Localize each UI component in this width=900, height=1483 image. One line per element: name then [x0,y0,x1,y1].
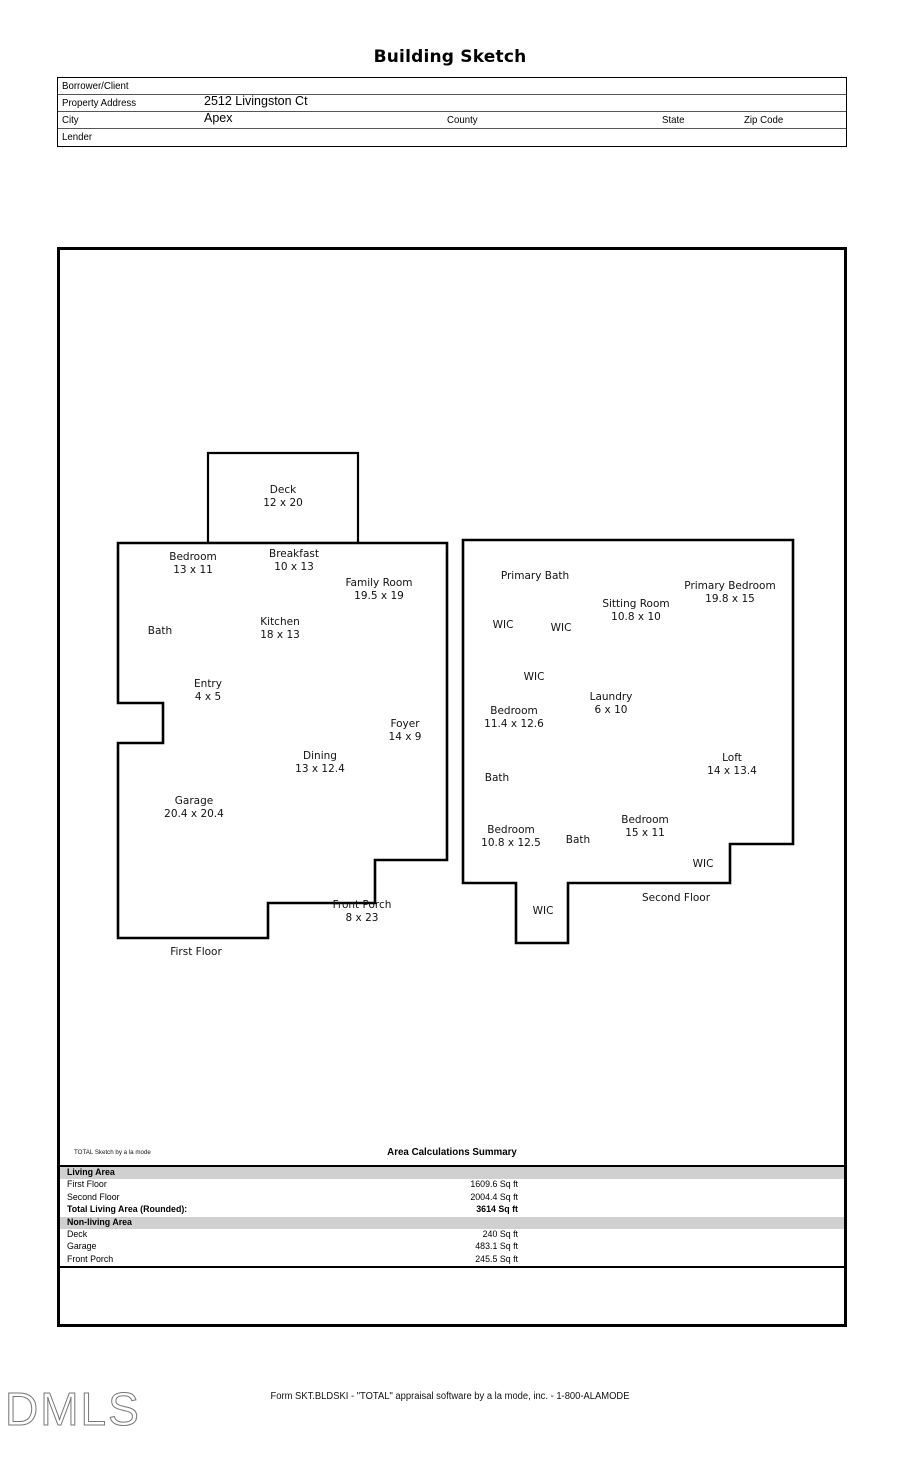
table-row: Total Living Area (Rounded): 3614 Sq ft [60,1204,844,1217]
kitchen-name-label: Kitchen [260,616,299,628]
area-calculations-summary: TOTAL Sketch by a la mode Area Calculati… [60,1143,844,1268]
front-porch-name-label: Front Porch [333,899,392,911]
primary-bath-label: Primary Bath [501,570,569,582]
wic-c-label: WIC [524,671,545,683]
bedroom3-name-label: Bedroom [487,824,535,836]
loft-name-label: Loft [722,752,742,764]
footer-form-text: Form SKT.BLDSKI - "TOTAL" appraisal soft… [270,1391,630,1402]
section-header-non-living-area: Non-living Area [60,1216,844,1229]
sitting-room-name-label: Sitting Room [602,598,669,610]
deck-name-label: Deck [270,484,297,496]
dining-name-label: Dining [303,750,337,762]
first-floor-area-value: 1609.6 Sq ft [470,1179,518,1190]
city-value: Apex [204,111,233,125]
entry-name-label: Entry [194,678,222,690]
entry-dims-label: 4 x 5 [195,691,221,703]
front-porch-area-value: 245.5 Sq ft [475,1253,518,1265]
section-header-living-area: Living Area [60,1167,844,1179]
wic-b-label: WIC [551,622,572,634]
table-row: Deck 240 Sq ft [60,1228,844,1241]
total-living-area-value: 3614 Sq ft [476,1204,518,1215]
header-row-city: City Apex County State Zip Code [58,111,846,129]
second-floor-caption: Second Floor [642,892,711,904]
dmls-watermark: DMLS [5,1383,141,1436]
bath2-name-label: Bath [485,772,509,784]
family-room-dims-label: 19.5 x 19 [354,590,404,602]
county-label: County [447,114,478,126]
bedroom4-name-label: Bedroom [621,814,669,826]
table-row: Garage 483.1 Sq ft [60,1241,844,1254]
bedroom4-dims-label: 15 x 11 [625,827,665,839]
garage-area-value: 483.1 Sq ft [475,1241,518,1252]
second-floor-area-value: 2004.4 Sq ft [470,1191,518,1203]
bedroom1-name-label: Bedroom [169,551,217,563]
header-row-borrower: Borrower/Client [58,78,846,95]
dining-dims-label: 13 x 12.4 [295,763,345,775]
second-floor-outline [461,538,795,945]
living-area-heading: Living Area [67,1167,115,1178]
borrower-label: Borrower/Client [62,80,129,92]
garage-name-label: Garage [175,795,213,807]
total-living-area-label: Total Living Area (Rounded): [67,1204,188,1215]
bedroom2-name-label: Bedroom [490,705,538,717]
kitchen-dims-label: 18 x 13 [260,629,300,641]
lender-label: Lender [62,131,93,143]
foyer-name-label: Foyer [390,718,420,730]
deck-area-value: 240 Sq ft [482,1228,518,1240]
wic-a-label: WIC [493,619,514,631]
bath1-name-label: Bath [148,625,172,637]
first-floor-caption: First Floor [170,946,222,958]
sketch-frame: Bedroom 13 x 11 Breakfast 10 x 13 Family… [57,247,847,1327]
first-floor-area-label: First Floor [67,1179,107,1190]
primary-bedroom-name-label: Primary Bedroom [684,580,775,592]
city-label: City [62,114,79,126]
foyer-dims-label: 14 x 9 [389,731,422,743]
area-summary-heading-row: TOTAL Sketch by a la mode Area Calculati… [60,1143,844,1165]
table-row: Second Floor 2004.4 Sq ft [60,1191,844,1204]
front-porch-area-label: Front Porch [67,1253,114,1265]
laundry-name-label: Laundry [590,691,633,703]
deck-dims-label: 12 x 20 [263,497,303,509]
garage-area-label: Garage [67,1241,97,1252]
table-row: First Floor 1609.6 Sq ft [60,1179,844,1192]
primary-bedroom-dims-label: 19.8 x 15 [705,593,755,605]
deck-area-label: Deck [67,1228,88,1240]
sitting-room-dims-label: 10.8 x 10 [611,611,661,623]
breakfast-dims-label: 10 x 13 [274,561,314,573]
property-address-label: Property Address [62,97,137,109]
non-living-area-heading: Non-living Area [67,1216,132,1228]
bath3-name-label: Bath [566,834,590,846]
family-room-name-label: Family Room [345,577,412,589]
loft-dims-label: 14 x 13.4 [707,765,757,777]
area-summary-title: Area Calculations Summary [387,1146,517,1158]
wic-d-label: WIC [693,858,714,870]
header-row-property-address: Property Address 2512 Livingston Ct [58,94,846,112]
bedroom2-dims-label: 11.4 x 12.6 [484,718,544,730]
header-row-lender: Lender [58,129,846,146]
zip-code-label: Zip Code [744,114,784,126]
floorplan-drawing: Bedroom 13 x 11 Breakfast 10 x 13 Family… [60,250,844,1324]
garage-dims-label: 20.4 x 20.4 [164,808,224,820]
breakfast-name-label: Breakfast [269,548,319,560]
property-address-value: 2512 Livingston Ct [204,94,308,108]
first-floor-outline [116,541,449,940]
property-info-table: Borrower/Client Property Address 2512 Li… [57,77,847,147]
bedroom3-dims-label: 10.8 x 12.5 [481,837,541,849]
total-sketch-credit: TOTAL Sketch by a la mode [74,1149,151,1156]
bedroom1-dims-label: 13 x 11 [173,564,213,576]
front-porch-dims-label: 8 x 23 [346,912,379,924]
area-summary-table: Living Area First Floor 1609.6 Sq ft Sec… [60,1165,844,1268]
laundry-dims-label: 6 x 10 [595,704,628,716]
state-label: State [662,114,685,126]
second-floor-area-label: Second Floor [67,1191,120,1203]
wic-e-label: WIC [533,905,554,917]
page-title: Building Sketch [373,47,527,67]
table-row: Front Porch 245.5 Sq ft [60,1253,844,1266]
